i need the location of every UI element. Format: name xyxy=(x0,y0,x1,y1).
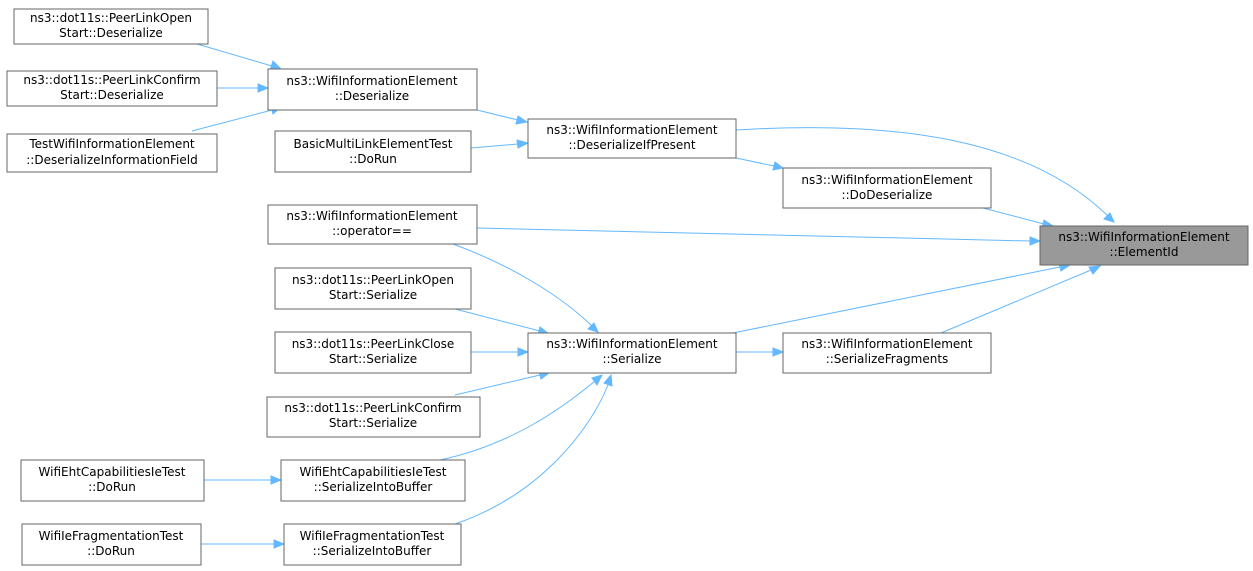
node-label-line2: ::SerializeIntoBuffer xyxy=(313,544,432,558)
edge-arrowhead xyxy=(1029,236,1042,246)
node-peerlinkconfirm-start-serialize[interactable]: ns3::dot11s::PeerLinkConfirm Start::Seri… xyxy=(266,396,481,438)
node-label-line1: ns3::WifiInformationElement xyxy=(286,209,458,223)
node-wifiiefragmentationtest-serializeintobuffer[interactable]: WifiIeFragmentationTest ::SerializeIntoB… xyxy=(283,523,462,566)
edges xyxy=(191,43,1115,549)
node-label-line1: ns3::dot11s::PeerLinkConfirm xyxy=(284,401,461,415)
edge-peerlinkopen-serialize-to-serialize xyxy=(454,308,541,332)
node-basicmultilinkelementtest-dorun[interactable]: BasicMultiLinkElementTest ::DoRun xyxy=(274,130,472,173)
node-label-line1: ns3::WifiInformationElement xyxy=(801,173,973,187)
node-label-line2: ::Serialize xyxy=(602,352,661,366)
edge-operatoreq-to-serialize xyxy=(452,243,593,327)
node-label-line2: ::SerializeIntoBuffer xyxy=(314,480,433,494)
node-label-line1: ns3::WifiInformationElement xyxy=(546,337,718,351)
node-label-line2: ::SerializeFragments xyxy=(826,352,949,366)
node-label-line2: Start::Serialize xyxy=(329,288,417,302)
node-label-line1: TestWifiInformationElement xyxy=(28,137,195,151)
edge-operatoreq-to-elementid xyxy=(476,227,1031,242)
edge-peerlinkconfirm-serialize-to-serialize xyxy=(454,374,541,396)
edge-arrowhead xyxy=(603,373,613,387)
node-wifiinformationelement-deserialize[interactable]: ns3::WifiInformationElement ::Deserializ… xyxy=(267,68,478,111)
edge-iefrag-serializeintobuffer-to-serialize xyxy=(454,384,609,525)
edge-peerlinkopen-deserialize-to-deserialize xyxy=(196,43,273,67)
edge-arrowhead xyxy=(1088,265,1102,275)
edge-serialize-to-elementid xyxy=(732,266,1061,334)
node-label-line1: ns3::WifiInformationElement xyxy=(1058,230,1230,244)
edge-arrowhead xyxy=(591,374,603,386)
node-label-line1: WifiIeFragmentationTest xyxy=(300,529,445,543)
node-label-line2: Start::Serialize xyxy=(329,352,417,366)
edge-arrowhead xyxy=(517,347,530,357)
edge-arrowhead xyxy=(516,139,530,149)
edge-ehtcaps-serializeintobuffer-to-serialize xyxy=(439,380,596,461)
edge-basicmultilink-to-deserializeifpresent xyxy=(470,143,519,149)
node-peerlinkopen-start-deserialize[interactable]: ns3::dot11s::PeerLinkOpen Start::Deseria… xyxy=(13,8,209,45)
edge-arrowhead xyxy=(772,161,785,171)
node-label-line1: WifiEhtCapabilitiesIeTest xyxy=(39,465,186,479)
node-label-line2: ::DeserializeIfPresent xyxy=(568,138,695,152)
edge-arrowhead xyxy=(273,539,286,549)
node-peerlinkconfirm-start-deserialize[interactable]: ns3::dot11s::PeerLinkConfirm Start::Dese… xyxy=(6,70,218,107)
node-label-line2: ::ElementId xyxy=(1110,245,1179,259)
node-label-line2: Start::Serialize xyxy=(329,416,417,430)
edge-serializefragments-to-elementid xyxy=(940,269,1092,334)
node-label-line2: ::DoRun xyxy=(87,544,135,558)
edge-test-deserializeinfofield-to-deserialize xyxy=(191,109,273,132)
node-label-line2: ::DoDeserialize xyxy=(842,188,933,202)
node-label-line1: ns3::WifiInformationElement xyxy=(286,74,458,88)
node-label-line2: Start::Deserialize xyxy=(60,88,164,102)
node-wifiinformationelement-operator-eq[interactable]: ns3::WifiInformationElement ::operator== xyxy=(267,204,478,245)
node-label-line1: WifiEhtCapabilitiesIeTest xyxy=(300,465,447,479)
node-label-line1: ns3::dot11s::PeerLinkClose xyxy=(292,337,455,351)
edge-arrowhead xyxy=(1103,212,1115,223)
edge-deserializeifpresent-to-elementid xyxy=(735,127,1109,217)
edge-deserializeifpresent-to-dodeserialize xyxy=(735,157,775,167)
node-wifiinformationelement-deserializeifpresent[interactable]: ns3::WifiInformationElement ::Deserializ… xyxy=(527,118,737,159)
node-wifiiefragmentationtest-dorun[interactable]: WifiIeFragmentationTest ::DoRun xyxy=(21,523,202,566)
edge-deserialize-to-deserializeifpresent xyxy=(476,109,519,121)
node-peerlinkopen-start-serialize[interactable]: ns3::dot11s::PeerLinkOpen Start::Seriali… xyxy=(274,267,472,310)
node-label-line1: ns3::dot11s::PeerLinkConfirm xyxy=(23,73,200,87)
edge-arrowhead xyxy=(587,322,599,333)
node-label-line1: ns3::WifiInformationElement xyxy=(801,337,973,351)
node-label-line1: WifiIeFragmentationTest xyxy=(39,529,184,543)
node-label-line1: ns3::dot11s::PeerLinkOpen xyxy=(30,11,192,25)
node-label-line2: ::Deserialize xyxy=(335,89,409,103)
node-label-line2: Start::Deserialize xyxy=(59,26,163,40)
node-wifiinformationelement-serializefragments[interactable]: ns3::WifiInformationElement ::SerializeF… xyxy=(782,332,992,374)
node-wifiinformationelement-dodeserialize[interactable]: ns3::WifiInformationElement ::DoDeserial… xyxy=(782,167,992,209)
nodes: ns3::dot11s::PeerLinkOpen Start::Deseria… xyxy=(6,8,1249,566)
node-wifiehtcapabilitiesietest-dorun[interactable]: WifiEhtCapabilitiesIeTest ::DoRun xyxy=(20,459,205,502)
node-label-line1: BasicMultiLinkElementTest xyxy=(294,137,453,151)
node-label-line1: ns3::WifiInformationElement xyxy=(546,123,718,137)
edge-arrowhead xyxy=(772,347,785,357)
edge-arrowhead xyxy=(515,115,529,125)
node-peerlinkclose-start-serialize[interactable]: ns3::dot11s::PeerLinkClose Start::Serial… xyxy=(274,331,472,374)
edge-arrowhead xyxy=(257,83,270,93)
node-label-line2: ::DoRun xyxy=(88,480,136,494)
node-wifiinformationelement-elementid[interactable]: ns3::WifiInformationElement ::ElementId xyxy=(1039,225,1249,266)
node-test-deserialize-information-field[interactable]: TestWifiInformationElement ::Deserialize… xyxy=(6,133,218,173)
node-wifiehtcapabilitiesietest-serializeintobuffer[interactable]: WifiEhtCapabilitiesIeTest ::SerializeInt… xyxy=(280,459,466,502)
node-label-line2: ::DeserializeInformationField xyxy=(26,153,197,167)
node-wifiinformationelement-serialize[interactable]: ns3::WifiInformationElement ::Serialize xyxy=(527,332,737,374)
node-label-line2: ::operator== xyxy=(332,224,412,238)
edge-arrowhead xyxy=(270,475,283,485)
node-label-line1: ns3::dot11s::PeerLinkOpen xyxy=(292,273,454,287)
edge-dodeserialize-to-elementid xyxy=(982,207,1045,225)
node-label-line2: ::DoRun xyxy=(349,152,397,166)
